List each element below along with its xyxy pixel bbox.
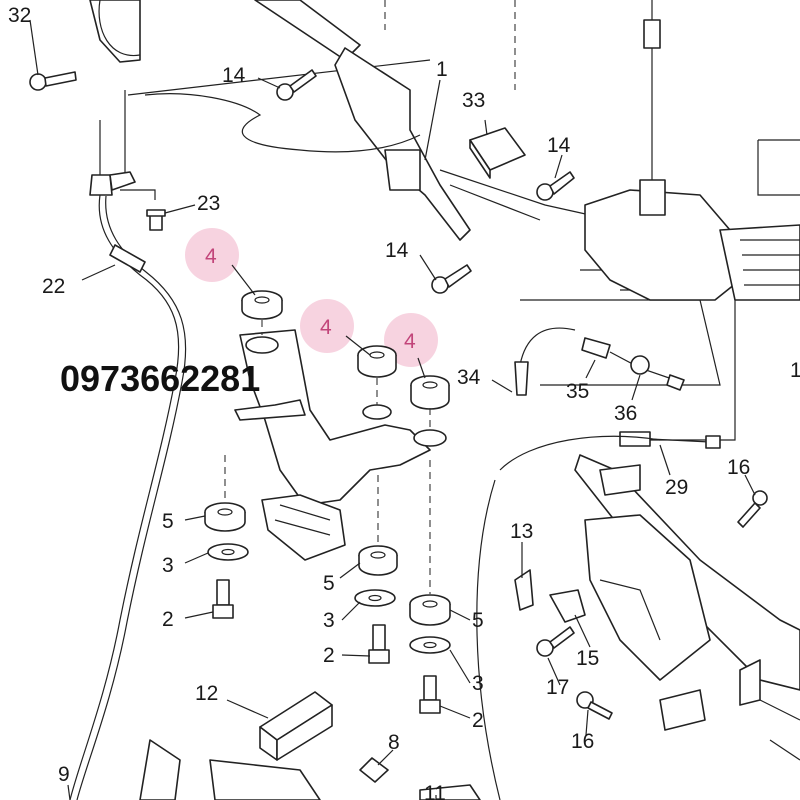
- cable-22: [69, 120, 187, 800]
- callout-16: 16: [727, 456, 750, 479]
- callout-23: 23: [197, 192, 220, 215]
- callout-9: 9: [58, 763, 70, 786]
- screw-14-top: [276, 69, 317, 101]
- callout-34: 34: [457, 366, 481, 389]
- part-15-bracket: [549, 589, 586, 623]
- callout-15: 15: [576, 647, 599, 670]
- callout-32: 32: [8, 4, 31, 27]
- callout-4: 4: [404, 330, 416, 353]
- part-33-block: [469, 127, 526, 171]
- callout-2: 2: [472, 709, 484, 732]
- washer-3-left: [207, 543, 249, 561]
- grommet-5-left: [204, 502, 246, 532]
- screw-16-top: [737, 490, 768, 528]
- callout-14: 14: [222, 64, 246, 87]
- callout-4: 4: [320, 316, 332, 339]
- callout-36: 36: [614, 402, 637, 425]
- callout-labels: 32 14 1 33 14 23 4 14 22 4 4 34 35 36 29…: [8, 4, 800, 800]
- callout-12: 12: [195, 682, 218, 705]
- callout-highlight: [185, 228, 239, 282]
- handlebar-assembly: [89, 0, 800, 301]
- rubber-mount-4-c: [410, 375, 450, 410]
- bolt-2-right: [419, 675, 441, 714]
- part-12-block: [259, 691, 333, 761]
- screw-14-low: [431, 264, 472, 294]
- grommet-5-right: [409, 594, 451, 626]
- assembly-guides: [224, 320, 431, 594]
- screw-32: [29, 71, 77, 91]
- washer-3-mid: [354, 589, 396, 607]
- callout-14: 14: [385, 239, 409, 262]
- callout-8: 8: [388, 731, 400, 754]
- screw-16-bottom: [576, 691, 613, 720]
- screw-17: [536, 626, 575, 657]
- callout-2: 2: [323, 644, 335, 667]
- grommet-5-mid: [358, 545, 398, 576]
- screw-14-mid: [536, 171, 575, 201]
- callout-33: 33: [462, 89, 485, 112]
- callout-1: 1: [436, 58, 448, 81]
- callout-17: 17: [546, 676, 569, 699]
- callout-1: 1: [790, 359, 800, 382]
- part-33-block-side: [469, 139, 491, 179]
- screw-23: [146, 209, 166, 231]
- bottom-parts: [139, 739, 481, 800]
- leader-lines: [29, 19, 756, 800]
- rubber-mount-4-b: [357, 345, 397, 378]
- part-13-bracket: [514, 569, 534, 611]
- callout-highlight: [384, 313, 438, 367]
- callout-5: 5: [472, 609, 484, 632]
- cable-29: [619, 431, 721, 449]
- bolt-2-mid: [368, 624, 390, 664]
- callout-16: 16: [571, 730, 594, 753]
- callout-35: 35: [566, 380, 589, 403]
- callout-3: 3: [162, 554, 174, 577]
- callout-29: 29: [665, 476, 688, 499]
- washer-3-right: [409, 636, 451, 654]
- rubber-mount-4-a: [241, 290, 283, 320]
- callout-5: 5: [162, 510, 174, 533]
- phone-watermark: 0973662281: [60, 358, 260, 399]
- callout-5: 5: [323, 572, 335, 595]
- callout-3: 3: [323, 609, 335, 632]
- mounting-bracket: [234, 329, 447, 561]
- bolt-2-left: [212, 579, 234, 619]
- callout-13: 13: [510, 520, 533, 543]
- callout-14: 14: [547, 134, 571, 157]
- lower-right-frame: [476, 435, 800, 800]
- callout-highlight: [300, 299, 354, 353]
- callout-4: 4: [205, 245, 217, 268]
- callout-11: 11: [424, 782, 446, 800]
- callout-2: 2: [162, 608, 174, 631]
- callout-22: 22: [42, 275, 65, 298]
- cable-34: [514, 327, 685, 396]
- callout-3: 3: [472, 672, 484, 695]
